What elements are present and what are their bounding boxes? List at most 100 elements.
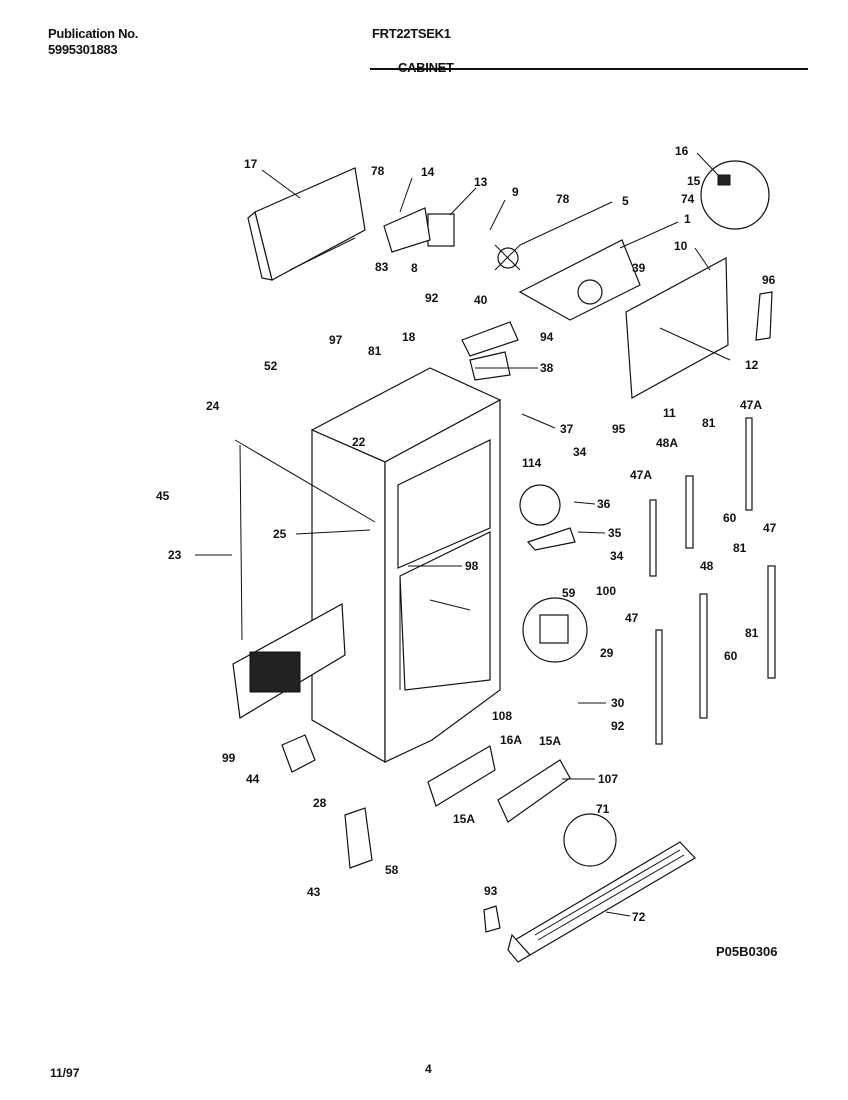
callout-60b: 60 [724, 649, 738, 663]
callout-94: 94 [540, 330, 554, 344]
hinge-rod-23 [239, 444, 243, 641]
evaporator-cover-5 [518, 239, 641, 321]
callout-24: 24 [206, 399, 220, 413]
callout-16A: 16A [500, 733, 522, 747]
kick-plate-72 [507, 841, 696, 963]
part-35 [526, 527, 576, 551]
callout-38: 38 [540, 361, 554, 375]
callout-40: 40 [474, 293, 488, 307]
callout-107: 107 [598, 772, 618, 786]
publication-label: Publication No. [48, 26, 139, 41]
callout-48: 48 [700, 559, 714, 573]
callout-25: 25 [273, 527, 287, 541]
leader-lines [195, 152, 731, 917]
callout-81b: 81 [702, 416, 716, 430]
callout-78b: 78 [556, 192, 570, 206]
callout-47: 47 [763, 521, 777, 535]
callout-74: 74 [681, 192, 695, 206]
callout-15A: 15A [539, 734, 561, 748]
inset-circle-top [700, 160, 770, 230]
callout-100: 100 [596, 584, 616, 598]
callout-58: 58 [385, 863, 399, 877]
callout-15A-b: 15A [453, 812, 475, 826]
callout-83: 83 [375, 260, 389, 274]
panel-10 [625, 257, 729, 399]
callout-14: 14 [421, 165, 435, 179]
callout-30: 30 [611, 696, 625, 710]
callout-34b: 34 [610, 549, 624, 563]
callout-28: 28 [313, 796, 327, 810]
trim-rails [649, 417, 776, 745]
callout-44: 44 [246, 772, 260, 786]
part-96 [755, 291, 773, 341]
callout-60: 60 [723, 511, 737, 525]
part-43 [344, 807, 373, 869]
callout-37: 37 [560, 422, 574, 436]
callout-81: 81 [368, 344, 382, 358]
callout-48A: 48A [656, 436, 678, 450]
part-93 [483, 905, 501, 933]
callout-labels: 17 78 14 13 9 78 5 1 16 15 74 10 39 96 1… [156, 144, 777, 924]
callout-47A-b: 47A [630, 468, 652, 482]
section-title: CABINET [398, 60, 454, 75]
callout-98: 98 [465, 559, 479, 573]
callout-43: 43 [307, 885, 321, 899]
part-107 [497, 759, 571, 823]
callout-13: 13 [474, 175, 488, 189]
callout-39: 39 [632, 261, 646, 275]
callout-95: 95 [612, 422, 626, 436]
callout-17: 17 [244, 157, 258, 171]
callout-29: 29 [600, 646, 614, 660]
callout-81c: 81 [733, 541, 747, 555]
callout-18: 18 [402, 330, 416, 344]
callout-47b: 47 [625, 611, 639, 625]
page-number: 4 [425, 1062, 432, 1076]
back-panel-17 [247, 167, 366, 281]
callout-52: 52 [264, 359, 278, 373]
callout-11: 11 [663, 406, 676, 420]
fan-assembly [383, 207, 521, 271]
part-108 [427, 745, 496, 807]
callout-47A: 47A [740, 398, 762, 412]
part-44 [281, 734, 316, 773]
callout-45: 45 [156, 489, 170, 503]
diagram-code: P05B0306 [716, 944, 778, 959]
callout-12: 12 [745, 358, 759, 372]
callout-92b: 92 [611, 719, 625, 733]
inset-circle-114 [519, 484, 561, 526]
callout-23: 23 [168, 548, 182, 562]
callout-15: 15 [687, 174, 701, 188]
callout-92: 92 [425, 291, 439, 305]
callout-5: 5 [622, 194, 629, 208]
publication-number: 5995301883 [48, 42, 118, 57]
cabinet-shell [310, 367, 502, 764]
inset-circle-71 [563, 813, 617, 867]
header-rule [370, 68, 808, 70]
callout-1: 1 [684, 212, 691, 226]
callout-22: 22 [352, 435, 366, 449]
callout-10: 10 [674, 239, 688, 253]
part-38 [469, 351, 511, 381]
callout-59: 59 [562, 586, 576, 600]
callout-114: 114 [522, 456, 542, 470]
callout-96: 96 [762, 273, 776, 287]
callout-9: 9 [512, 185, 519, 199]
callout-72: 72 [632, 910, 646, 924]
callout-8: 8 [411, 261, 418, 275]
callout-35: 35 [608, 526, 622, 540]
callout-34: 34 [573, 445, 587, 459]
callout-36: 36 [597, 497, 611, 511]
footer-date: 11/97 [50, 1066, 80, 1080]
grille-99 [232, 603, 346, 719]
callout-71: 71 [596, 802, 610, 816]
callout-99: 99 [222, 751, 236, 765]
model-number: FRT22TSEK1 [372, 26, 451, 41]
callout-97: 97 [329, 333, 343, 347]
callout-78: 78 [371, 164, 385, 178]
callout-93: 93 [484, 884, 498, 898]
callout-108: 108 [492, 709, 512, 723]
part-40 [461, 321, 519, 357]
callout-16: 16 [675, 144, 689, 158]
callout-81d: 81 [745, 626, 759, 640]
